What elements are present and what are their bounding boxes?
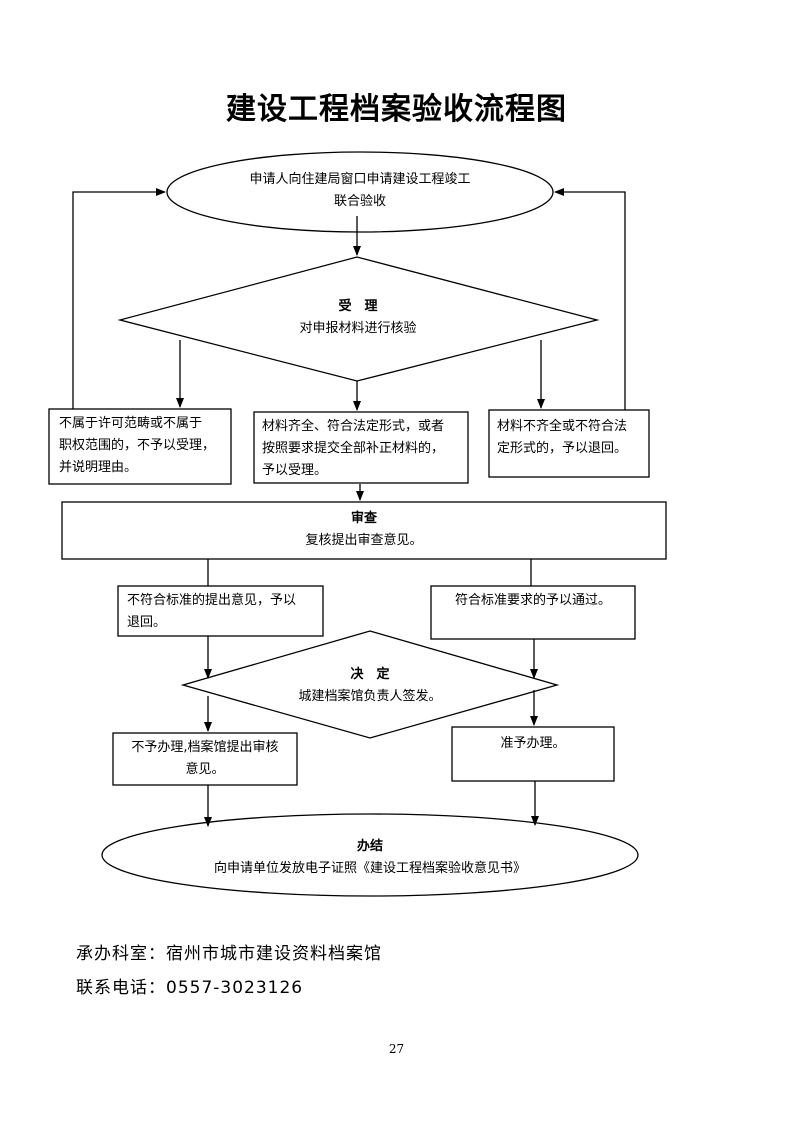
deny-box: 不予办理,档案馆提出审核 意见。	[113, 737, 297, 781]
right-box-line1: 材料不齐全或不符合法	[497, 419, 628, 434]
decide-diamond	[180, 630, 560, 739]
accept-text: 对申报材料进行核验	[299, 321, 417, 336]
start-node: 申请人向住建局窗口申请建设工程竣工 联合验收	[200, 169, 520, 213]
approve-box: 准予办理。	[452, 733, 614, 755]
review-box-frame	[61, 501, 667, 560]
review-pass-box: 符合标准要求的予以通过。	[431, 590, 635, 612]
accept-node: 受 理 对申报材料进行核验	[240, 296, 476, 340]
deny-box-frame	[112, 732, 298, 786]
deny-line2: 意见。	[185, 762, 225, 777]
mid-box: 材料齐全、符合法定形式，或者 按照要求提交全部补正材料的， 予以受理。	[262, 416, 466, 482]
mid-box-line2: 按照要求提交全部补正材料的，	[262, 441, 445, 456]
review-node: 审查 复核提出审查意见。	[62, 508, 666, 552]
accept-diamond	[117, 256, 600, 382]
accept-heading: 受 理	[338, 299, 378, 314]
footer-office: 承办科室：宿州市城市建设资料档案馆	[76, 944, 382, 964]
page-number: 27	[388, 1042, 405, 1056]
approve-box-frame	[451, 726, 615, 782]
right-box-frame	[488, 409, 650, 478]
decide-node: 决 定 城建档案馆负责人签发。	[260, 664, 480, 708]
left-box-frame	[48, 408, 232, 485]
review-text: 复核提出审查意见。	[305, 533, 423, 548]
left-box-line2: 职权范围的，不予以受理，	[59, 438, 216, 453]
mid-box-frame	[253, 411, 469, 484]
decide-text: 城建档案馆负责人签发。	[298, 689, 442, 704]
left-box-line3: 并说明理由。	[59, 460, 138, 475]
arrow-left-return	[72, 188, 166, 409]
finish-heading: 办结	[356, 839, 383, 854]
left-box: 不属于许可范畴或不属于 职权范围的，不予以受理， 并说明理由。	[59, 413, 229, 479]
review-fail-line1: 不符合标准的提出意见，予以	[127, 593, 297, 608]
deny-line1: 不予办理,档案馆提出审核	[131, 740, 279, 755]
review-pass-frame	[430, 585, 636, 640]
arrow-right-return	[554, 188, 626, 410]
review-heading: 审查	[350, 511, 377, 526]
decide-heading: 决 定	[350, 667, 390, 682]
page-title: 建设工程档案验收流程图	[226, 92, 567, 127]
review-fail-box: 不符合标准的提出意见，予以 退回。	[127, 590, 321, 634]
finish-ellipse	[101, 813, 639, 897]
start-line1: 申请人向住建局窗口申请建设工程竣工	[249, 172, 471, 187]
review-fail-line2: 退回。	[127, 615, 167, 630]
mid-box-line3: 予以受理。	[262, 463, 328, 478]
right-box: 材料不齐全或不符合法 定形式的，予以退回。	[497, 416, 647, 460]
start-ellipse	[166, 151, 554, 233]
start-line2: 联合验收	[333, 194, 386, 209]
left-box-line1: 不属于许可范畴或不属于	[59, 416, 203, 431]
finish-node: 办结 向申请单位发放电子证照《建设工程档案验收意见书》	[130, 836, 610, 880]
approve-line1: 准予办理。	[500, 736, 566, 751]
mid-box-line1: 材料齐全、符合法定形式，或者	[262, 419, 445, 434]
review-fail-frame	[117, 585, 324, 637]
footer-phone: 联系电话：0557-3023126	[76, 978, 304, 998]
right-box-line2: 定形式的，予以退回。	[497, 441, 628, 456]
finish-text: 向申请单位发放电子证照《建设工程档案验收意见书》	[213, 861, 526, 876]
review-pass-line1: 符合标准要求的予以通过。	[454, 593, 611, 608]
